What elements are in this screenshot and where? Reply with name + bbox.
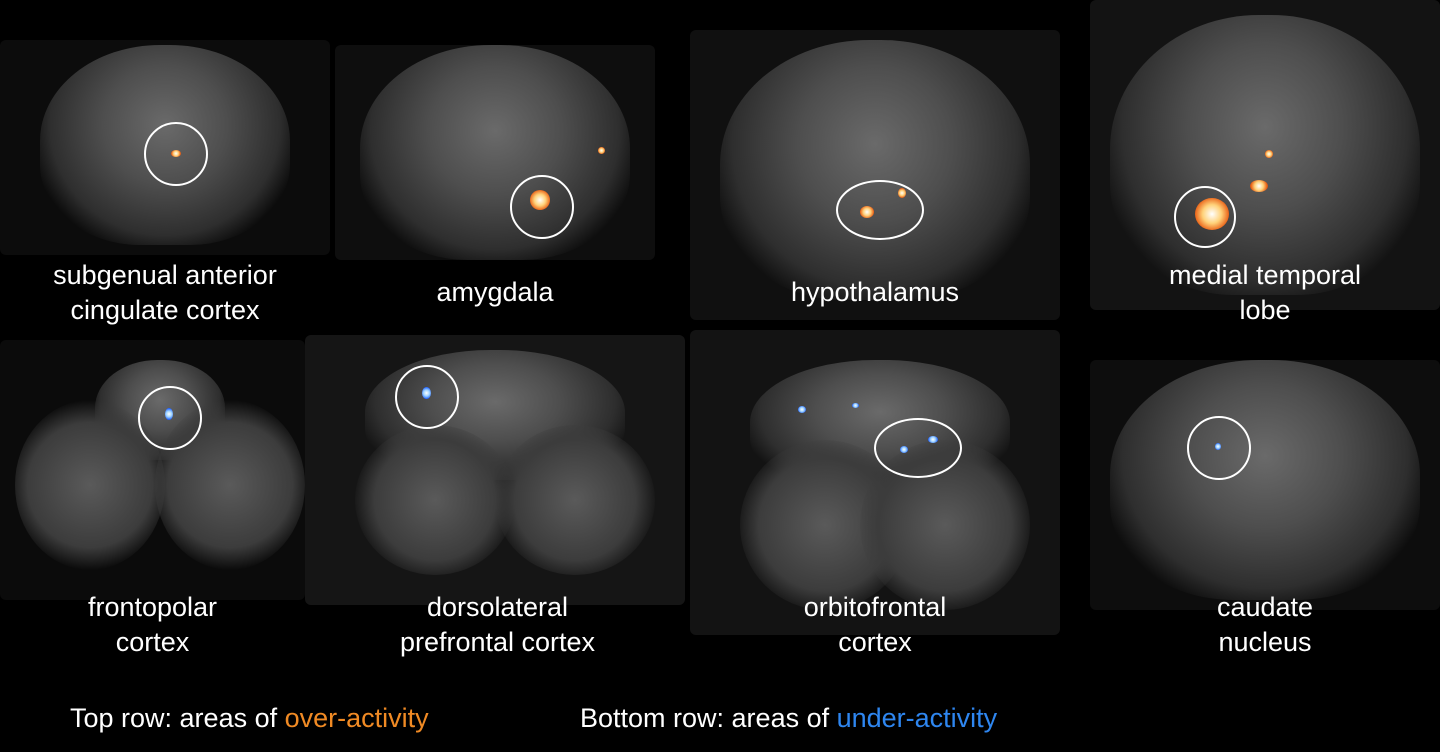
label-line: prefrontal cortex: [399, 627, 596, 657]
label-subgenual-anterior-cingulate: subgenual anterior cingulate cortex: [0, 258, 330, 328]
label-line: nucleus: [1218, 627, 1312, 657]
activity-spot: [798, 406, 806, 413]
label-frontopolar-cortex: frontopolar cortex: [0, 590, 305, 660]
highlight-circle: [836, 180, 924, 240]
caption-bottom-row: Bottom row: areas of under-activity: [580, 700, 997, 736]
label-line: orbitofrontal: [803, 592, 947, 622]
scan-hypothalamus: [690, 30, 1060, 320]
scan-dorsolateral-prefrontal: [305, 335, 685, 605]
label-orbitofrontal-cortex: orbitofrontal cortex: [690, 590, 1060, 660]
activity-spot: [852, 403, 859, 408]
label-line: medial temporal: [1168, 260, 1362, 290]
caption-over-activity: over-activity: [284, 703, 429, 733]
caption-top-row: Top row: areas of over-activity: [70, 700, 429, 736]
highlight-circle: [138, 386, 202, 450]
label-hypothalamus: hypothalamus: [690, 275, 1060, 310]
activity-spot: [598, 147, 605, 154]
label-line: cortex: [838, 627, 912, 657]
scan-subgenual-anterior-cingulate: [0, 40, 330, 255]
label-line: cortex: [115, 627, 190, 657]
scan-caudate-nucleus: [1090, 360, 1440, 610]
label-line: amygdala: [436, 277, 554, 307]
highlight-circle: [144, 122, 208, 186]
highlight-circle: [1174, 186, 1236, 248]
scan-medial-temporal-lobe: [1090, 0, 1440, 310]
caption-text: Top row: areas of: [70, 703, 285, 733]
label-dorsolateral-prefrontal-cortex: dorsolateral prefrontal cortex: [305, 590, 690, 660]
highlight-circle: [1187, 416, 1251, 480]
label-amygdala: amygdala: [335, 275, 655, 310]
highlight-circle: [874, 418, 962, 478]
activity-spot: [1250, 180, 1268, 192]
label-line: lobe: [1239, 295, 1291, 325]
label-line: frontopolar: [87, 592, 218, 622]
label-caudate-nucleus: caudate nucleus: [1090, 590, 1440, 660]
label-line: hypothalamus: [790, 277, 960, 307]
scan-amygdala: [335, 45, 655, 260]
caption-text: Bottom row: areas of: [580, 703, 837, 733]
highlight-circle: [510, 175, 574, 239]
label-line: cingulate cortex: [70, 295, 260, 325]
scan-frontopolar: [0, 340, 305, 600]
label-line: subgenual anterior: [53, 260, 277, 290]
scan-orbitofrontal: [690, 330, 1060, 635]
highlight-circle: [395, 365, 459, 429]
label-medial-temporal-lobe: medial temporal lobe: [1090, 258, 1440, 328]
label-line: caudate: [1216, 592, 1314, 622]
label-line: dorsolateral: [426, 592, 569, 622]
caption-under-activity: under-activity: [836, 703, 998, 733]
activity-spot: [1265, 150, 1273, 158]
